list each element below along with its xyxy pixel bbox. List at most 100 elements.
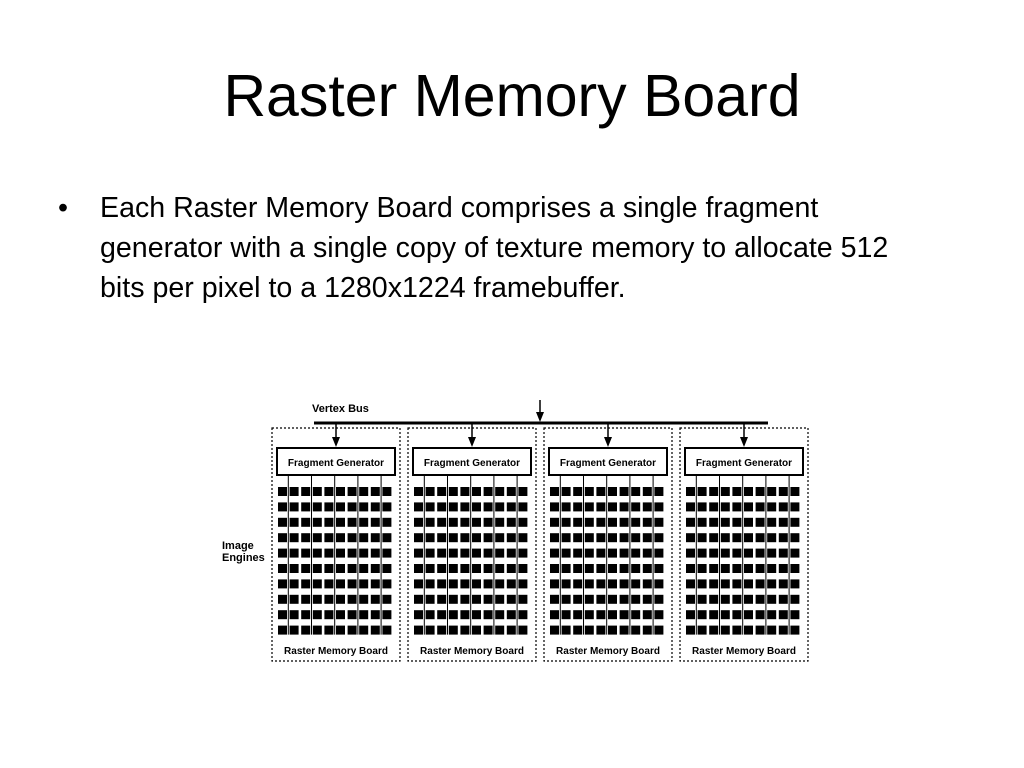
image-engine-block: [720, 610, 730, 620]
image-engine-block: [697, 502, 707, 512]
image-engine-block: [460, 517, 470, 527]
image-engine-block: [778, 564, 788, 573]
image-engine-block: [483, 517, 493, 527]
image-engine-block: [370, 579, 380, 589]
image-engine-block: [642, 625, 652, 635]
image-engine-block: [483, 564, 493, 573]
image-engine-block: [312, 594, 322, 604]
image-engine-block: [324, 625, 334, 635]
image-engine-block: [732, 594, 742, 604]
image-engine-block: [370, 564, 380, 573]
image-engine-block: [767, 564, 777, 573]
image-engine-block: [584, 594, 594, 604]
image-engine-block: [312, 533, 322, 543]
vertex-bus-input-arrow-icon: [536, 412, 544, 422]
image-engine-block: [608, 579, 617, 589]
image-engine-block: [720, 517, 730, 527]
image-engine-block: [642, 610, 652, 620]
image-engine-block: [472, 594, 481, 604]
image-engine-block: [472, 548, 481, 558]
image-engine-block: [744, 579, 753, 589]
image-engine-block: [359, 579, 369, 589]
image-engine-block: [495, 533, 505, 543]
image-engine-block: [370, 594, 380, 604]
image-engine-block: [347, 625, 357, 635]
image-engine-block: [437, 548, 447, 558]
image-engine-block: [370, 487, 380, 496]
image-engine-block: [561, 533, 571, 543]
image-engine-block: [573, 502, 583, 512]
image-engine-block: [414, 502, 423, 512]
image-engine-block: [631, 625, 641, 635]
image-engine-block: [359, 594, 369, 604]
image-engine-block: [347, 610, 357, 620]
image-engine-block: [550, 594, 559, 604]
image-engine-block: [495, 517, 505, 527]
image-engine-block: [336, 610, 345, 620]
image-engine-block: [550, 487, 559, 496]
image-engine-block: [301, 564, 311, 573]
image-engine-block: [289, 625, 299, 635]
image-engine-block: [425, 533, 435, 543]
image-engine-block: [506, 548, 516, 558]
image-engine-block: [732, 625, 742, 635]
image-engine-block: [596, 487, 606, 496]
image-engine-block: [518, 594, 528, 604]
image-engine-block: [596, 594, 606, 604]
image-engine-block: [550, 517, 559, 527]
image-engine-block: [561, 610, 571, 620]
image-engine-block: [359, 564, 369, 573]
image-engine-block: [359, 487, 369, 496]
image-engine-block: [448, 548, 458, 558]
image-engine-block: [596, 502, 606, 512]
image-engine-block: [561, 517, 571, 527]
image-engine-block: [359, 517, 369, 527]
image-engine-block: [301, 502, 311, 512]
image-engine-block: [324, 502, 334, 512]
image-engine-block: [448, 625, 458, 635]
image-engine-block: [596, 625, 606, 635]
image-engine-block: [732, 579, 742, 589]
image-engine-block: [697, 533, 707, 543]
image-engine-block: [414, 610, 423, 620]
image-engine-block: [709, 533, 719, 543]
image-engine-block: [573, 487, 583, 496]
image-engine-block: [324, 487, 334, 496]
image-engine-block: [518, 502, 528, 512]
image-engine-block: [278, 533, 287, 543]
image-engine-block: [767, 610, 777, 620]
image-engine-block: [382, 610, 392, 620]
image-engine-block: [425, 564, 435, 573]
image-engine-block: [359, 533, 369, 543]
image-engine-block: [506, 579, 516, 589]
image-engine-block: [460, 579, 470, 589]
image-engine-block: [744, 517, 753, 527]
image-engine-block: [312, 502, 322, 512]
image-engine-block: [289, 517, 299, 527]
image-engine-block: [324, 594, 334, 604]
image-engine-block: [767, 517, 777, 527]
bullet-list: • Each Raster Memory Board comprises a s…: [58, 188, 938, 308]
image-engine-block: [654, 548, 664, 558]
image-engine-block: [709, 579, 719, 589]
image-engine-block: [654, 487, 664, 496]
image-engine-block: [414, 625, 423, 635]
image-engine-block: [744, 625, 753, 635]
image-engine-block: [686, 625, 695, 635]
image-engine-block: [382, 517, 392, 527]
image-engine-block: [460, 533, 470, 543]
image-engine-block: [301, 517, 311, 527]
image-engine-block: [289, 610, 299, 620]
image-engine-block: [414, 533, 423, 543]
image-engine-block: [336, 487, 345, 496]
image-engine-block: [686, 594, 695, 604]
image-engine-block: [790, 594, 800, 604]
image-engine-block: [573, 594, 583, 604]
image-engine-block: [301, 625, 311, 635]
image-engine-block: [550, 625, 559, 635]
image-engine-block: [755, 533, 765, 543]
raster-memory-board-label: Raster Memory Board: [284, 646, 388, 657]
image-engine-block: [506, 517, 516, 527]
